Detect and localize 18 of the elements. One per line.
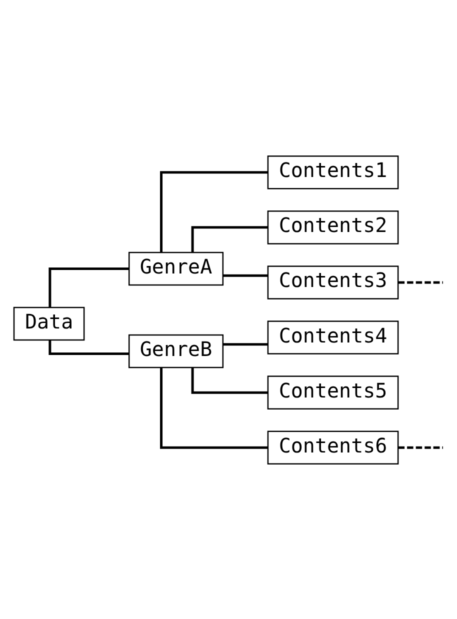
connector (160, 367, 268, 448)
node-box: GenreB (128, 334, 224, 368)
connector (190, 367, 268, 394)
connector (398, 280, 442, 284)
connector (48, 266, 129, 306)
node-box: Contents5 (266, 375, 398, 409)
connector (160, 170, 268, 252)
node-box: Contents6 (266, 430, 398, 464)
node-box: Contents4 (266, 320, 398, 354)
connector (398, 446, 442, 448)
node-box: Contents2 (266, 210, 398, 244)
connector (190, 226, 268, 252)
connector (222, 274, 268, 276)
node-box: GenreA (128, 251, 224, 286)
node-box: Contents1 (266, 155, 398, 189)
connector (222, 342, 268, 346)
node-box: Data (12, 306, 84, 340)
node-box: Contents3 (266, 265, 398, 299)
